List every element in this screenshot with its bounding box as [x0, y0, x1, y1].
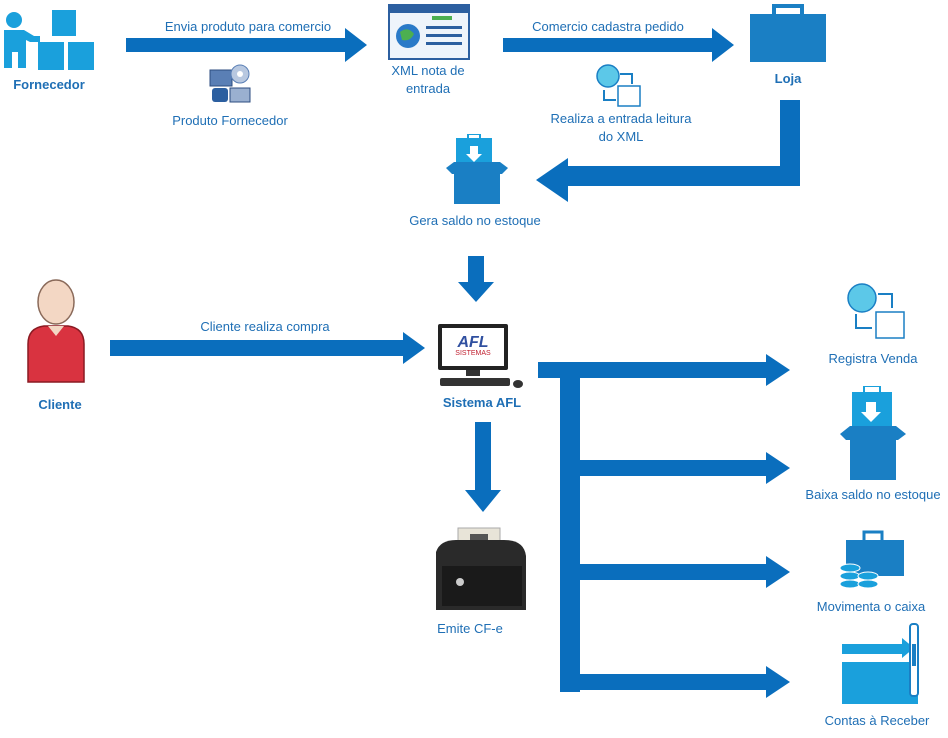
arrow-sistema-emite — [465, 422, 501, 512]
edge-label-compra: Cliente realiza compra — [200, 319, 330, 334]
supplier-icon — [0, 6, 100, 79]
store-briefcase-icon — [748, 2, 828, 69]
arrow-baixa — [580, 452, 790, 484]
contas-label: Contas à Receber — [824, 713, 930, 728]
product-icon — [208, 64, 254, 111]
computer-system-icon — [436, 322, 526, 395]
xml-label-line2: entrada — [405, 81, 451, 96]
system-label: Sistema AFL — [442, 395, 522, 410]
edge-label-envia: Envia produto para comercio — [164, 19, 332, 34]
emite-label: Emite CF-e — [437, 621, 503, 636]
arrow-compra — [110, 332, 425, 364]
xml-document-icon — [388, 4, 470, 65]
product-label: Produto Fornecedor — [172, 113, 288, 128]
store-label: Loja — [774, 71, 802, 86]
baixa-label: Baixa saldo no estoque — [805, 487, 941, 502]
receipt-printer-icon — [430, 526, 530, 621]
supplier-label: Fornecedor — [13, 77, 85, 92]
read-xml-label: Realiza a entrada leitura do XML — [536, 110, 706, 146]
read-xml-line2: do XML — [598, 129, 644, 144]
arrow-envia — [126, 28, 367, 62]
customer-label: Cliente — [38, 397, 82, 412]
arrow-cadastra — [503, 28, 734, 62]
screen-brand: AFL — [457, 334, 489, 351]
branch-trunk — [560, 362, 580, 692]
registra-label: Registra Venda — [828, 351, 918, 366]
arrow-movimenta — [580, 556, 790, 588]
xml-label: XML nota de entrada — [368, 62, 488, 98]
cash-movement-icon — [836, 528, 906, 599]
customer-avatar-icon — [20, 278, 92, 391]
connector-loja-down — [780, 100, 800, 186]
receivable-card-icon — [840, 622, 930, 711]
inventory-out-icon — [838, 385, 908, 487]
arrow-registra — [766, 354, 790, 386]
register-sale-icon — [844, 282, 906, 345]
movimenta-label: Movimenta o caixa — [816, 599, 926, 614]
arrow-estoque-sistema — [458, 256, 494, 302]
read-xml-line1: Realiza a entrada leitura — [550, 111, 692, 126]
process-icon — [594, 64, 644, 115]
branch-top — [538, 362, 766, 378]
edge-label-cadastra: Comercio cadastra pedido — [532, 19, 684, 34]
stock-label: Gera saldo no estoque — [409, 213, 541, 228]
screen-brand-sub: SISTEMAS — [455, 350, 491, 357]
xml-label-line1: XML nota de — [391, 63, 465, 78]
inventory-box-icon — [444, 133, 510, 211]
arrow-to-estoque — [536, 158, 800, 202]
arrow-contas — [560, 666, 790, 698]
